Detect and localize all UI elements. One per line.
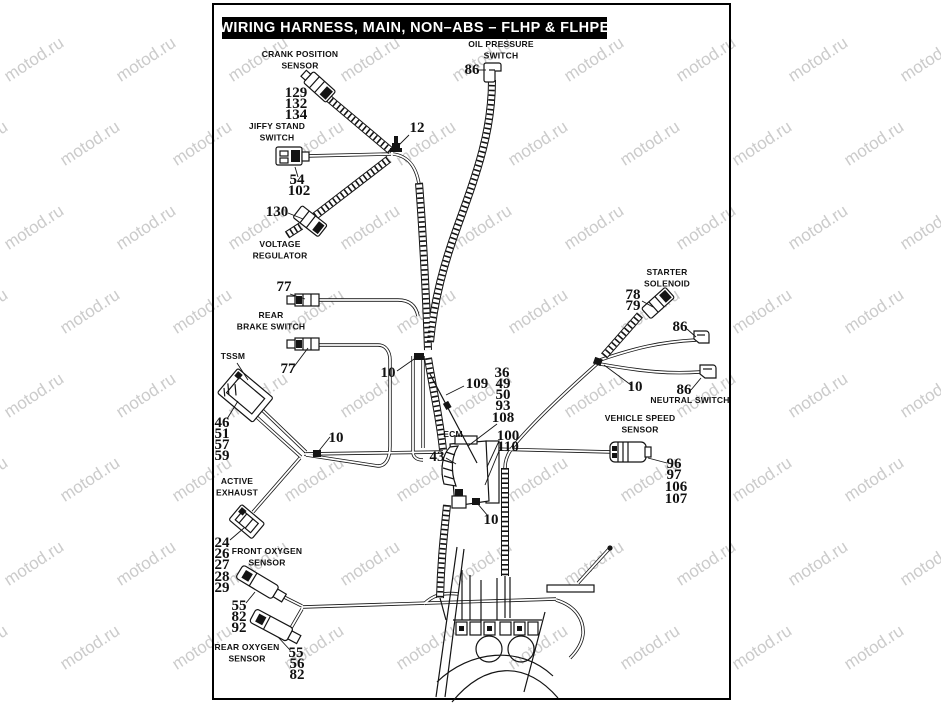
callout-46: 46 (215, 415, 231, 431)
jiffy-stand-connector (275, 146, 310, 166)
callout-50: 50 (496, 387, 511, 403)
callout-28: 28 (215, 569, 230, 585)
callout-29: 29 (215, 580, 230, 596)
tssm-connector (217, 368, 273, 423)
neutral-switch-terminal-lower (699, 364, 717, 379)
callout-82: 82 (290, 667, 305, 683)
diagram-frame (212, 3, 731, 700)
callout-93: 93 (496, 398, 511, 414)
callout-82: 82 (232, 609, 247, 625)
oil-pressure-switch-connector (483, 62, 502, 83)
callout-10: 10 (484, 512, 499, 528)
callout-55: 55 (289, 645, 304, 661)
callout-10: 10 (329, 430, 344, 446)
callout-92: 92 (232, 620, 247, 636)
label-starter-solenoid: STARTER (647, 267, 688, 277)
callout-36: 36 (495, 365, 511, 381)
rear-brake-switch-connector-upper (286, 293, 320, 307)
active-exhaust-connector (229, 504, 265, 539)
vehicle-speed-sensor-connector (609, 441, 652, 463)
page-title: WIRING HARNESS, MAIN, NON–ABS – FLHP & F… (219, 17, 609, 39)
callout-129: 129 (285, 85, 308, 101)
callout-106: 106 (665, 479, 688, 495)
callout-10: 10 (628, 379, 643, 395)
callout-27: 27 (215, 557, 231, 573)
callout-130: 130 (266, 204, 289, 220)
label-voltage-regulator: VOLTAGE (259, 239, 300, 249)
label-rear-brake-switch: REAR (259, 310, 284, 320)
label-front-oxygen-sensor: FRONT OXYGEN (232, 546, 302, 556)
callout-51: 51 (215, 426, 230, 442)
component-labels: CRANK POSITION SENSOR JIFFY STAND SWITCH OIL… (214, 39, 729, 664)
callout-96: 96 (667, 456, 683, 472)
callout-108: 108 (492, 410, 515, 426)
callout-77: 77 (281, 361, 297, 377)
front-oxygen-sensor-connector (236, 565, 288, 603)
label-oil-pressure-switch: SWITCH (484, 51, 519, 61)
callout-54: 54 (290, 172, 306, 188)
label-front-oxygen-sensor: SENSOR (248, 558, 285, 568)
harness-wires (248, 152, 702, 660)
callout-26: 26 (215, 546, 231, 562)
callout-100: 100 (497, 428, 520, 444)
callout-59: 59 (215, 448, 230, 464)
label-voltage-regulator: REGULATOR (253, 251, 308, 261)
label-starter-solenoid: SOLENOID (644, 279, 690, 289)
harness-conduits (287, 80, 640, 598)
callout-107: 107 (665, 491, 688, 507)
label-crank-position-sensor: SENSOR (281, 61, 318, 71)
label-vehicle-speed-sensor: VEHICLE SPEED (605, 413, 676, 423)
connector-130 (293, 205, 328, 237)
callout-86: 86 (673, 319, 689, 335)
label-ecm: ECM (443, 429, 463, 439)
part-109-needle (429, 373, 478, 464)
callout-78: 78 (626, 287, 641, 303)
callout-56: 56 (290, 656, 306, 672)
callout-12: 12 (410, 120, 425, 136)
callout-132: 132 (285, 96, 308, 112)
callout-109: 109 (466, 376, 489, 392)
callout-79: 79 (626, 298, 641, 314)
rear-frame-assembly (435, 546, 595, 703)
callout-134: 134 (285, 107, 308, 123)
label-crank-position-sensor: CRANK POSITION (262, 49, 338, 59)
callout-49: 49 (496, 376, 511, 392)
label-oil-pressure-switch: OIL PRESSURE (468, 39, 534, 49)
callout-10: 10 (381, 365, 396, 381)
label-neutral-switch: NEUTRAL SWITCH (650, 395, 729, 405)
callout-24: 24 (215, 535, 231, 551)
label-active-exhaust: EXHAUST (216, 488, 259, 498)
callout-102: 102 (288, 183, 311, 199)
label-jiffy-stand-switch: JIFFY STAND (249, 121, 305, 131)
starter-solenoid-connector (641, 287, 675, 319)
callout-43: 43 (430, 449, 445, 465)
callout-86: 86 (677, 382, 693, 398)
label-vehicle-speed-sensor: SENSOR (621, 425, 658, 435)
callout-57: 57 (215, 437, 231, 453)
callout-77: 77 (277, 279, 293, 295)
callout-86: 86 (465, 62, 481, 78)
label-tssm: TSSM (221, 351, 245, 361)
neutral-switch-terminal-upper (693, 330, 710, 344)
label-jiffy-stand-switch: SWITCH (260, 133, 295, 143)
callout-110: 110 (497, 439, 519, 455)
rear-brake-switch-connector-lower (286, 337, 320, 351)
rear-oxygen-sensor-connector (249, 609, 302, 645)
label-rear-oxygen-sensor: REAR OXYGEN (214, 642, 279, 652)
callout-55: 55 (232, 598, 247, 614)
crank-sensor-connector (300, 69, 336, 103)
label-active-exhaust: ACTIVE (221, 476, 253, 486)
label-rear-brake-switch: BRAKE SWITCH (237, 322, 306, 332)
callout-leader-lines (226, 69, 702, 651)
callout-97: 97 (667, 467, 683, 483)
label-rear-oxygen-sensor: SENSOR (228, 654, 265, 664)
ecm-module (441, 435, 500, 509)
